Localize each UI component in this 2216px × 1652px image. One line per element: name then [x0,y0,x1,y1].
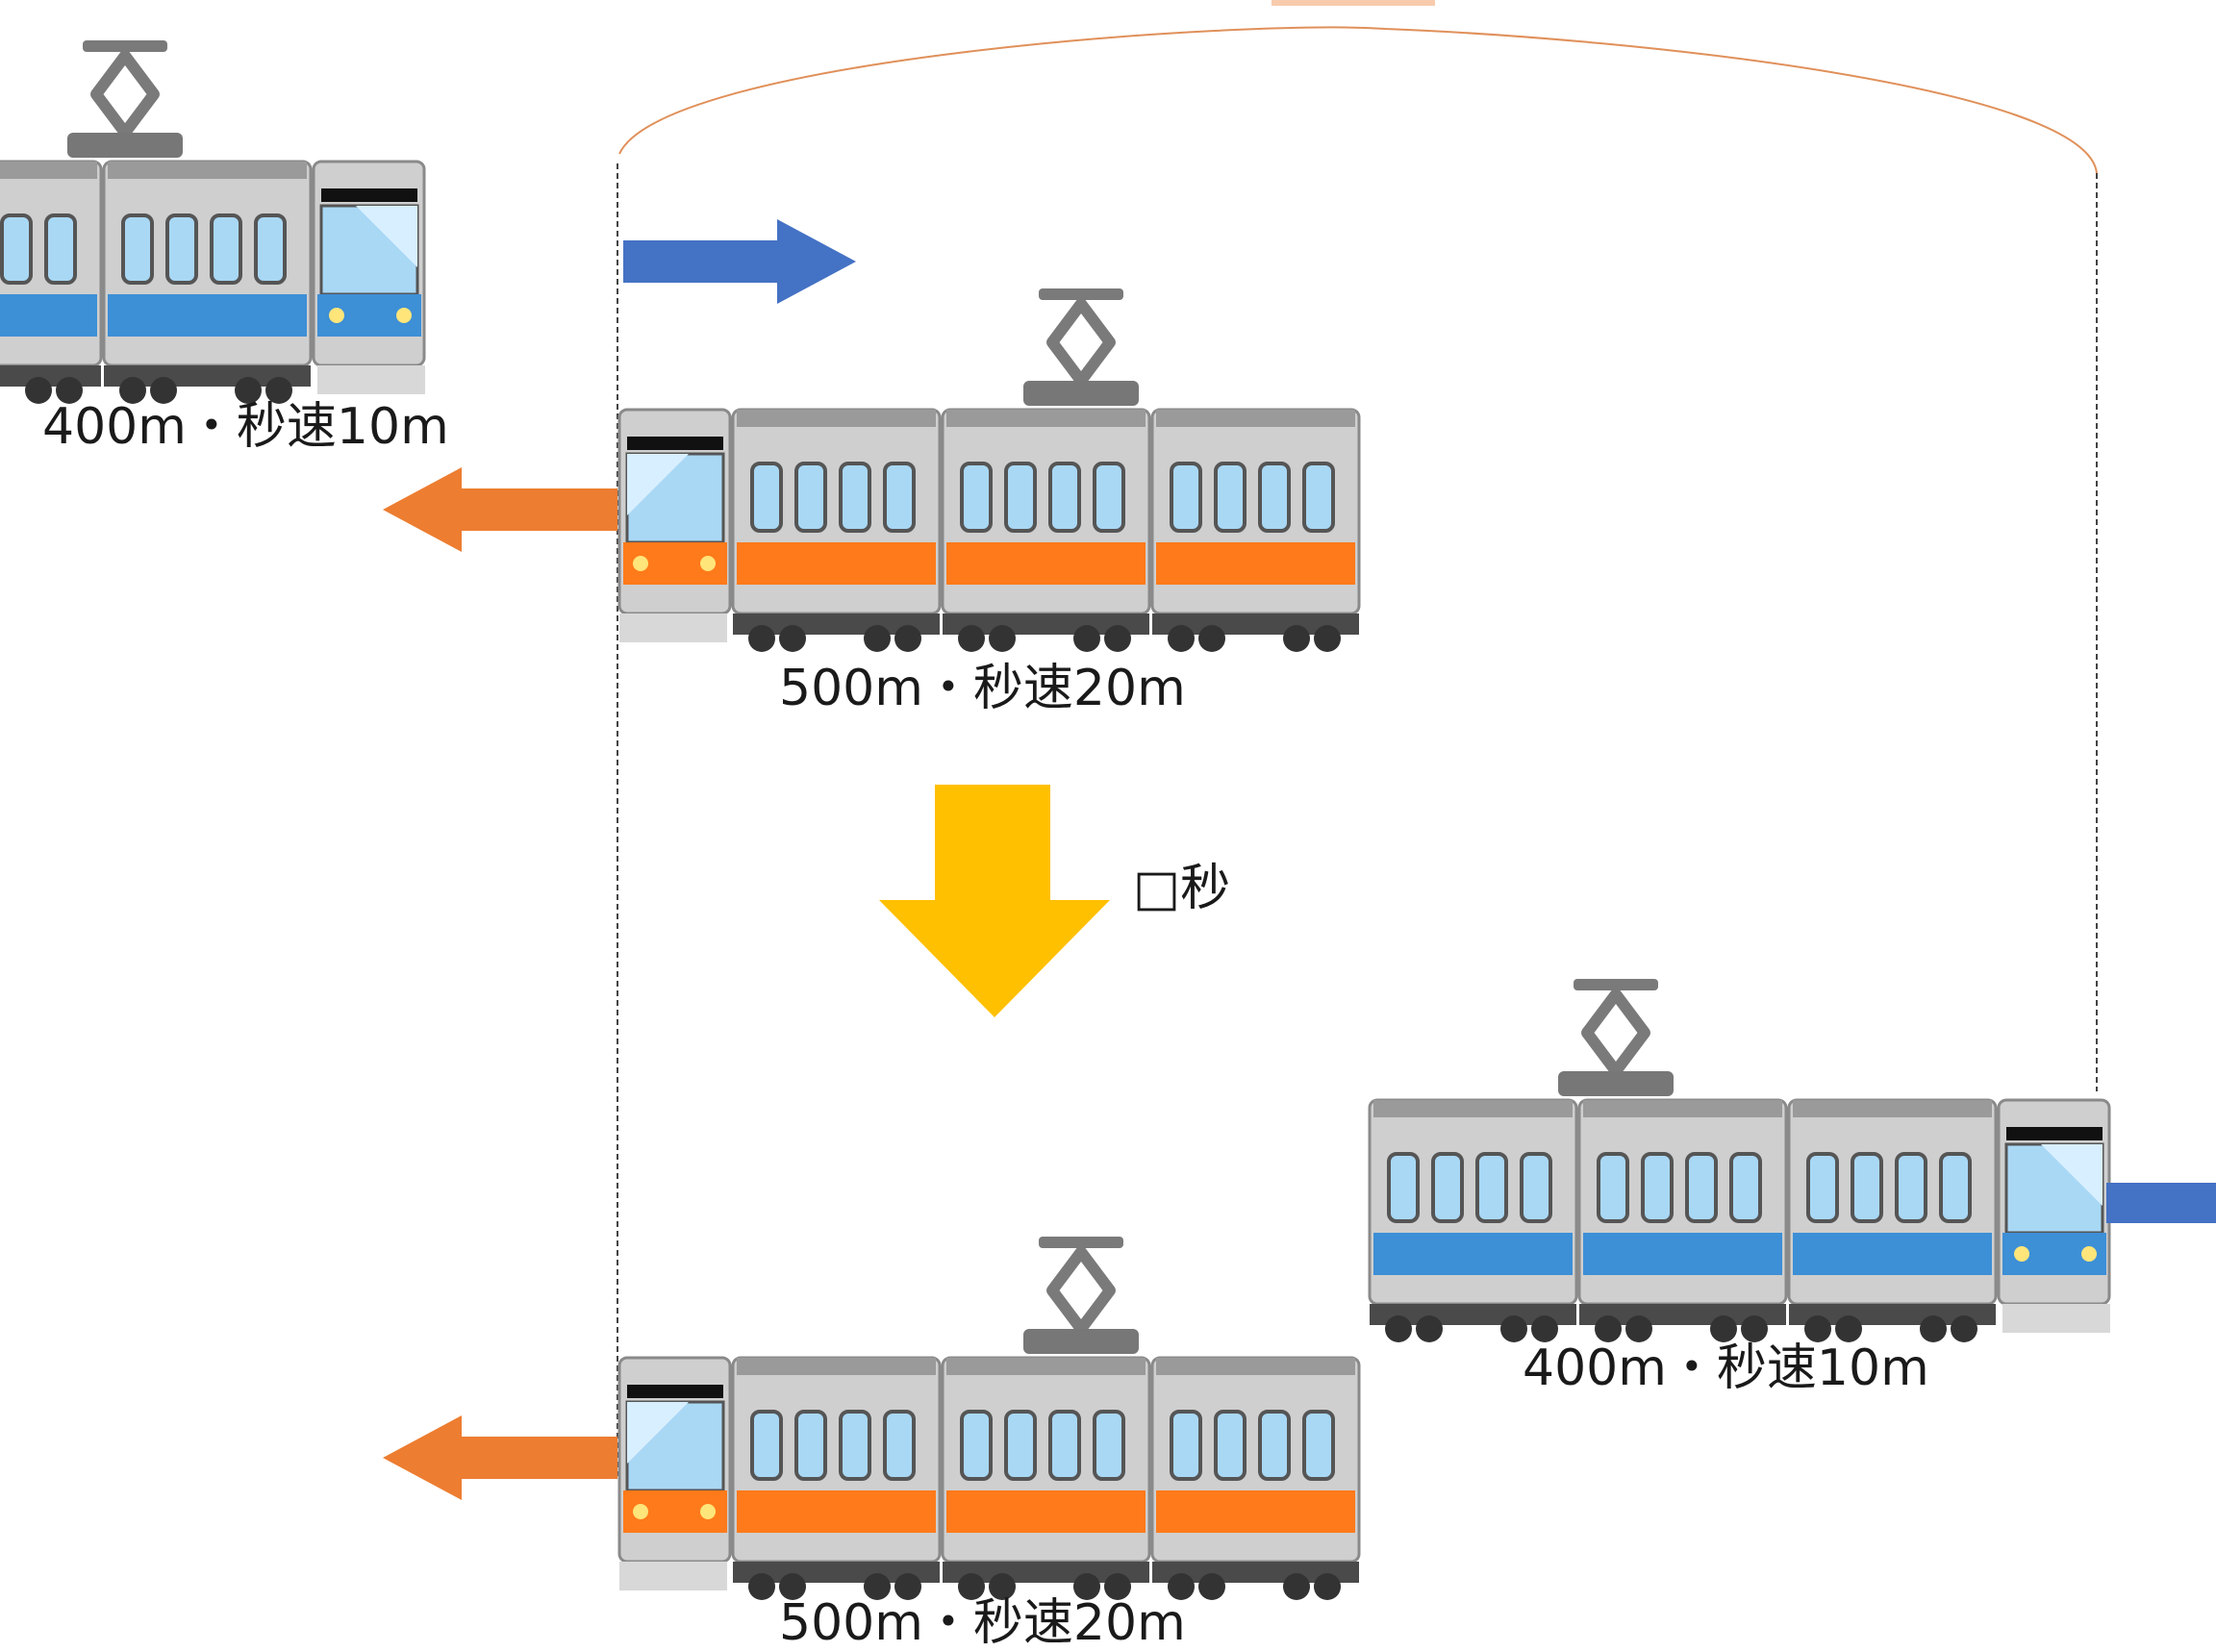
time-arrow-down [879,785,1110,1017]
orange-train-middle [619,288,1359,652]
train-label-middle: 500m・秒速20m [779,660,1186,717]
top-tab-marker [1272,0,1435,6]
diagram-canvas [0,0,2216,1618]
orange-train-bottom [619,1237,1359,1600]
train-label-bottom: 500m・秒速20m [779,1594,1186,1652]
blue-arrow-right-top [623,219,856,304]
elapsed-time-label: □秒 [1133,860,1231,917]
orange-arrow-left-bottom [383,1415,617,1500]
train-label-top-left: 400m・秒速10m [42,398,449,456]
blue-arrow-right-bottom [2106,1183,2216,1223]
blue-train-top [0,40,425,404]
length-bracket-curve [618,26,2098,174]
train-label-right: 400m・秒速10m [1523,1339,1929,1397]
orange-arrow-left-middle [383,467,617,552]
blue-train-right [1368,979,2111,1342]
